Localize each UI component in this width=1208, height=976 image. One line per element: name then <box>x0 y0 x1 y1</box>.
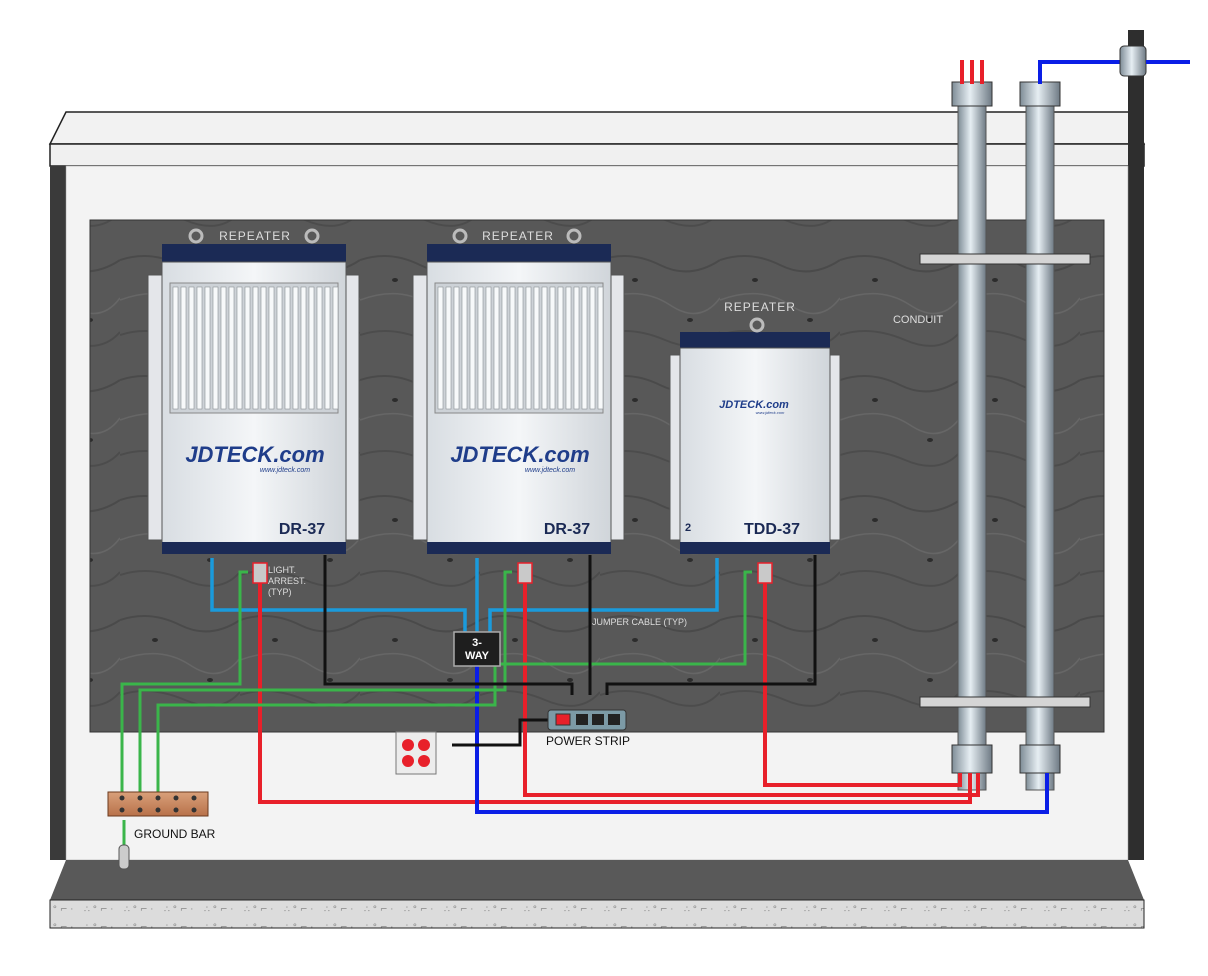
mounting-eye-icon <box>188 228 204 244</box>
unistrut-bottom <box>919 696 1091 708</box>
repeater-2-top-label: REPEATER <box>482 229 554 243</box>
repeater-3 <box>669 317 841 554</box>
repeater-1-url: www.jdteck.com <box>260 467 310 474</box>
conduit-label: CONDUIT <box>893 314 943 326</box>
repeater-1-brand: JDTECK.com <box>185 442 324 467</box>
repeater-2-brand: JDTECK.com <box>450 442 589 467</box>
text-labels: REPEATER REPEATER REPEATER JDTECK.com ww… <box>134 229 943 841</box>
lightning-arrestor-2 <box>517 562 533 584</box>
ground-bar <box>107 791 209 870</box>
conduit-2 <box>1019 81 1061 791</box>
repeater-2-grill <box>437 286 604 410</box>
repeater-3-extra: 2 <box>685 522 691 534</box>
mounting-eye-icon <box>452 228 468 244</box>
jumper-cable-label: JUMPER CABLE (TYP) <box>592 617 687 627</box>
repeater-1-top-label: REPEATER <box>219 229 291 243</box>
splitter-label-line-2: WAY <box>465 650 490 662</box>
lightning-arrestor-3 <box>757 562 773 584</box>
jumper-cables <box>210 558 719 640</box>
mounting-eye-icon <box>749 317 765 333</box>
arrestor-label-line-2: ARREST. <box>268 576 306 586</box>
repeater-3-brand: JDTECK.com <box>719 399 789 411</box>
arrestor-label-line-3: (TYP) <box>268 587 292 597</box>
power-strip-label: POWER STRIP <box>546 734 630 748</box>
lightning-arrestor-1 <box>252 562 268 584</box>
ground-rod-icon <box>118 844 130 870</box>
repeater-2-model: DR-37 <box>544 521 590 538</box>
repeater-2-url: www.jdteck.com <box>525 467 575 474</box>
ground-bar-label: GROUND BAR <box>134 827 216 841</box>
mounting-eye-icon <box>304 228 320 244</box>
repeater-3-top-label: REPEATER <box>724 300 796 314</box>
repeater-1-model: DR-37 <box>279 521 325 538</box>
power-cords <box>323 555 817 747</box>
wall-outlet-icon <box>395 731 437 775</box>
conduit-1 <box>951 81 993 791</box>
unistrut-top <box>919 253 1091 265</box>
splitter-label-line-1: 3- <box>472 637 482 649</box>
roof-entry-cables <box>960 45 1190 84</box>
three-way-splitter <box>453 631 501 667</box>
repeater-3-url: www.jdteck.com <box>756 410 785 415</box>
wall-penetration-fitting <box>1119 45 1147 77</box>
repeater-3-model: TDD-37 <box>744 521 800 538</box>
repeater-1-grill <box>172 286 339 410</box>
mounting-eye-icon <box>566 228 582 244</box>
power-strip <box>547 709 627 731</box>
arrestor-label-line-1: LIGHT. <box>268 565 296 575</box>
